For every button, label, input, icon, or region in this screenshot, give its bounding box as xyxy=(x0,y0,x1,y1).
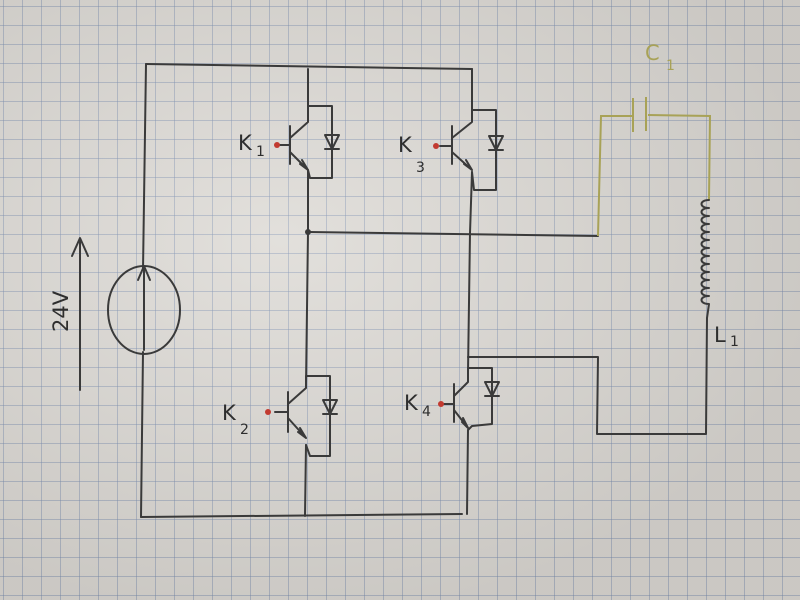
output-right-node xyxy=(467,317,708,435)
k2-label: K xyxy=(222,401,237,425)
midpoint-link xyxy=(307,231,599,237)
capacitor-c1: C 1 xyxy=(597,41,712,237)
k3-label-sub: 3 xyxy=(416,160,425,176)
k1-gate-dot xyxy=(274,142,280,148)
k2-diode xyxy=(322,397,338,425)
k2-igbt xyxy=(274,375,331,457)
k3-diode xyxy=(488,133,504,161)
source-voltage-label: 24V xyxy=(49,290,73,332)
c1-label: C xyxy=(645,41,660,65)
switch-k4: K 4 xyxy=(404,367,500,431)
l1-label: L xyxy=(714,323,726,347)
k1-diode xyxy=(324,132,340,159)
k4-igbt xyxy=(441,367,493,431)
junction-dot xyxy=(305,229,311,235)
switch-k1: K 1 xyxy=(238,105,340,179)
c1-plates xyxy=(632,97,647,132)
k3-gate-dot xyxy=(433,143,439,149)
k3-label: K xyxy=(398,133,413,157)
voltage-source: 24V xyxy=(49,237,181,391)
switch-k2: K 2 xyxy=(222,375,338,457)
voltage-arrow xyxy=(71,237,89,391)
k4-label: K xyxy=(404,391,419,415)
k4-diode xyxy=(484,379,500,405)
k2-label-sub: 2 xyxy=(240,422,249,438)
k1-label-sub: 1 xyxy=(256,144,265,160)
bottom-rail xyxy=(140,513,463,518)
k4-label-sub: 4 xyxy=(422,404,431,420)
l1-coil xyxy=(700,199,710,319)
wiring xyxy=(140,63,708,518)
inductor-l1: L 1 xyxy=(700,199,739,350)
k3-igbt xyxy=(439,109,497,191)
k1-label: K xyxy=(238,131,253,155)
c1-wires xyxy=(597,114,712,237)
l1-label-sub: 1 xyxy=(730,334,739,350)
switch-k3: K 3 xyxy=(398,109,504,191)
left-source-wire xyxy=(140,63,147,518)
k2-gate-dot xyxy=(265,409,271,415)
right-leg-wire xyxy=(466,68,473,515)
k4-gate-dot xyxy=(438,401,444,407)
source-inner-arrow xyxy=(137,265,151,351)
c1-label-sub: 1 xyxy=(666,58,675,74)
top-rail xyxy=(145,63,473,70)
k1-igbt xyxy=(277,105,333,179)
